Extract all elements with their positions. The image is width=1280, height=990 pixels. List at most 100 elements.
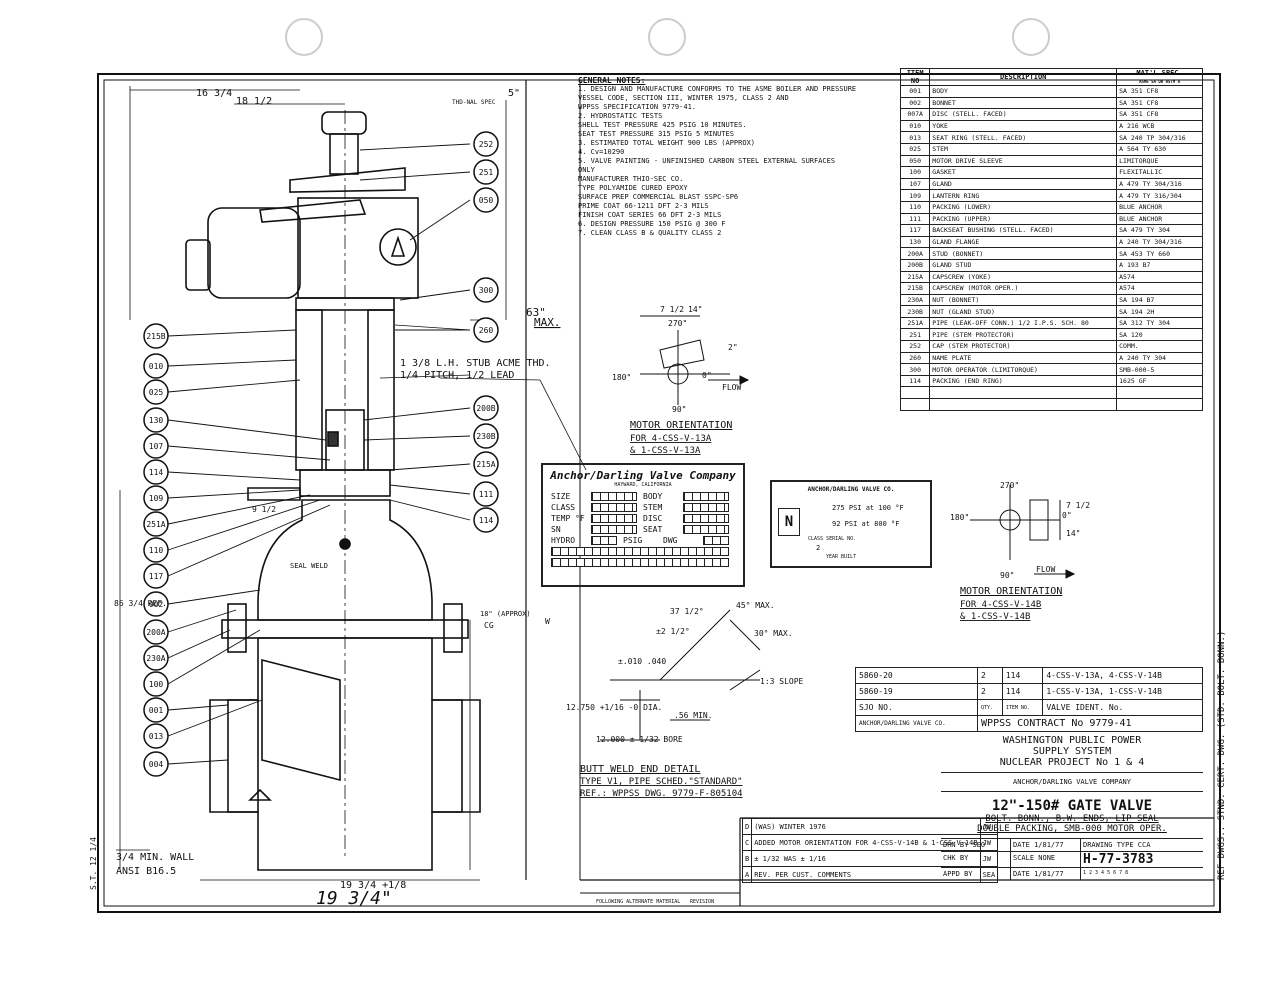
- material-desc: NAME PLATE: [929, 351, 1118, 365]
- mo-a-180: 180": [612, 373, 631, 382]
- material-spec: SA 351 CF8: [1116, 108, 1203, 121]
- callout-251A: 251A: [143, 511, 169, 537]
- dim-86: 86 3/4 REF.: [114, 599, 167, 608]
- revision-by: JW: [979, 834, 999, 851]
- callout-114-right: 114: [473, 507, 499, 533]
- motor-orientation-a-sketch: [640, 315, 750, 405]
- material-desc: LANTERN RING: [929, 189, 1118, 202]
- callout-111: 111: [473, 481, 499, 507]
- np-box: [591, 503, 637, 512]
- zone-numbers: 1 2 3 4 5 6 7 8: [1081, 867, 1203, 880]
- bw-bore: 12.000 ± 1/32 BORE: [596, 735, 683, 744]
- np-body: BODY: [643, 492, 663, 501]
- material-desc: CAP (STEM PROTECTOR): [929, 340, 1118, 353]
- revision-ltr: D: [741, 818, 753, 835]
- material-item: 025: [899, 142, 931, 156]
- revision-desc: (WAS) WINTER 1976: [751, 818, 981, 835]
- note-line: 5. VALVE PAINTING - UNFINISHED CARBON ST…: [578, 157, 836, 165]
- mo-a-2: 2": [728, 343, 738, 352]
- np-stem: STEM: [643, 503, 663, 512]
- material-spec: A 479 TY 316/304: [1116, 189, 1203, 202]
- svg-text:300: 300: [479, 286, 494, 295]
- bw-dia: 12.750 +1/16 -0 DIA.: [566, 703, 662, 712]
- material-spec: SA 120: [1116, 328, 1203, 342]
- callout-002: 002: [143, 591, 169, 617]
- min-wall: 3/4 MIN. WALL: [116, 852, 194, 863]
- material-spec: BLUE ANCHOR: [1116, 200, 1203, 214]
- note-line: TYPE POLYAMIDE CURED EPOXY: [578, 184, 688, 192]
- bw-45: 45° MAX.: [736, 601, 775, 610]
- material-desc: BONNET: [929, 96, 1118, 110]
- np-box: [551, 558, 729, 567]
- butt-weld-sketch: [600, 609, 761, 741]
- dim-16-3-4: 16 3/4: [196, 88, 232, 99]
- revision-by: SEA: [979, 866, 999, 883]
- side-note: REF DWGS.: STND. CERT. DWG. (STD. BOLT. …: [1217, 631, 1227, 880]
- revision-desc: ± 1/32 WAS ± 1/16: [751, 850, 981, 867]
- ident-sjo: 5860-19: [854, 683, 979, 700]
- drawing-title: 12"-150# GATE VALVE: [991, 798, 1153, 814]
- anchor-label: ANCHOR/DARLING VALVE CO.: [854, 715, 979, 732]
- ident-header-row: SJO NO. QTY. ITEM NO. VALVE IDENT. No.: [854, 699, 1203, 716]
- code-tag: ANCHOR/DARLING VALVE CO. N 275 PSI at 10…: [770, 480, 932, 568]
- material-desc: [929, 386, 1118, 400]
- note-line: 7. CLEAN CLASS B & QUALITY CLASS 2: [578, 229, 722, 237]
- material-item: 251A: [899, 316, 931, 330]
- nameplate-row: [543, 546, 743, 557]
- ident-qty: 2: [977, 667, 1003, 684]
- material-desc: GASKET: [929, 166, 1118, 179]
- material-desc: PACKING (LOWER): [929, 200, 1118, 214]
- material-desc: SEAT RING (STELL. FACED): [929, 131, 1118, 144]
- material-item: 050: [899, 154, 931, 168]
- material-spec: [1116, 386, 1203, 400]
- mo-a-270: 270": [668, 319, 687, 328]
- punch-hole: [285, 18, 323, 56]
- svg-text:251: 251: [479, 168, 494, 177]
- material-desc: CAPSCREW (YOKE): [929, 270, 1118, 284]
- callout-110: 110: [143, 537, 169, 563]
- material-item: 230A: [899, 293, 931, 307]
- note-line: 6. DESIGN PRESSURE 150 PSIG @ 300 F: [578, 220, 726, 228]
- material-item: 230B: [899, 305, 931, 318]
- svg-text:114: 114: [479, 516, 494, 525]
- mo-a-90: 90": [672, 405, 686, 414]
- svg-text:215A: 215A: [476, 460, 495, 469]
- ident-sjo: 5860-20: [854, 667, 979, 684]
- callout-004: 004: [143, 751, 169, 777]
- material-desc: CAPSCREW (MOTOR OPER.): [929, 282, 1118, 295]
- bw-2: ±2 1/2°: [656, 627, 690, 636]
- mo-b-line1: FOR 4-CSS-V-14B: [960, 600, 1041, 610]
- np-size: SIZE: [551, 492, 571, 501]
- ident-label: VALVE IDENT. No.: [1042, 699, 1203, 716]
- callout-251: 251: [473, 159, 499, 185]
- material-spec: A 193 B7: [1116, 258, 1203, 272]
- material-desc: NUT (BONNET): [929, 293, 1118, 307]
- material-item: 110: [899, 200, 931, 214]
- date-1: DATE 1/81/77: [1011, 839, 1081, 851]
- np-temp: TEMP °F: [551, 514, 585, 523]
- callout-252: 252: [473, 131, 499, 157]
- tag-year: YEAR BUILT: [826, 554, 857, 560]
- svg-text:200A: 200A: [146, 628, 165, 637]
- material-item: 109: [899, 189, 931, 202]
- material-desc: DISC (STELL. FACED): [929, 108, 1118, 121]
- svg-text:001: 001: [149, 706, 164, 715]
- material-spec: BLUE ANCHOR: [1116, 212, 1203, 226]
